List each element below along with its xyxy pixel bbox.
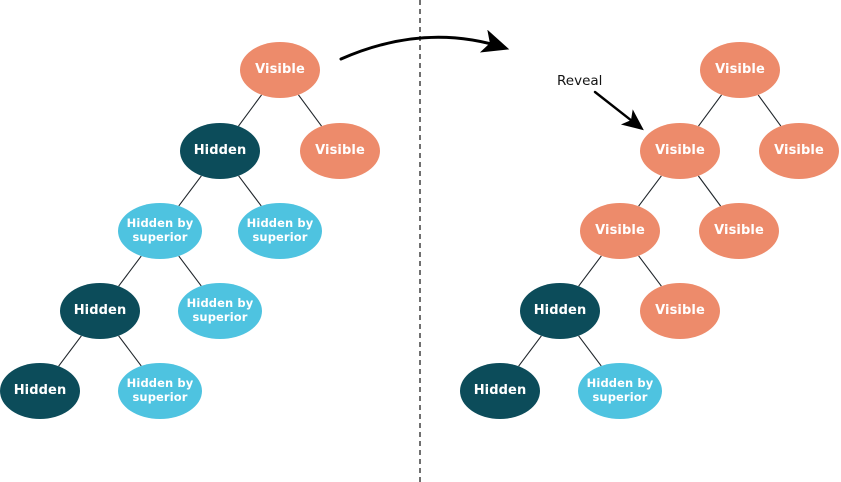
tree-node-hidden[interactable]: Hidden — [520, 283, 600, 339]
tree-node-hidden-by-superior[interactable]: Hidden by superior — [178, 283, 262, 339]
tree-node-hidden[interactable]: Hidden — [180, 123, 260, 179]
tree-edge — [638, 255, 662, 287]
tree-edge — [697, 94, 723, 127]
tree-edge — [638, 175, 662, 207]
tree-node-visible[interactable]: Visible — [580, 203, 660, 259]
tree-node-label: Hidden — [13, 383, 67, 399]
tree-edge — [578, 255, 602, 287]
tree-node-visible[interactable]: Visible — [759, 123, 839, 179]
tree-node-label: Visible — [655, 143, 705, 159]
tree-node-label: Hidden — [193, 143, 247, 159]
tree-node-visible[interactable]: Visible — [300, 123, 380, 179]
reveal-pointer-arrow — [593, 90, 644, 131]
tree-node-label: Hidden by superior — [246, 216, 314, 244]
tree-edge — [178, 175, 202, 207]
tree-node-label: Visible — [315, 143, 365, 159]
tree-node-label: Hidden by superior — [126, 376, 194, 404]
tree-edge — [578, 335, 602, 367]
tree-edge — [58, 335, 82, 367]
tree-node-visible[interactable]: Visible — [240, 42, 320, 98]
reveal-annotation-label: Reveal — [557, 73, 603, 89]
tree-node-hidden-by-superior[interactable]: Hidden by superior — [238, 203, 322, 259]
tree-node-label: Hidden — [473, 383, 527, 399]
tree-node-hidden[interactable]: Hidden — [0, 363, 80, 419]
tree-edge — [697, 175, 722, 207]
tree-node-label: Hidden — [73, 303, 127, 319]
tree-node-label: Visible — [714, 223, 764, 239]
tree-node-visible[interactable]: Visible — [640, 283, 720, 339]
tree-node-label: Visible — [774, 143, 824, 159]
tree-node-label: Visible — [255, 62, 305, 78]
tree-node-visible[interactable]: Visible — [700, 42, 780, 98]
tree-edge — [178, 255, 202, 287]
tree-edge — [238, 175, 262, 207]
tree-edge — [757, 94, 782, 127]
tree-node-hidden-by-superior[interactable]: Hidden by superior — [118, 363, 202, 419]
tree-node-hidden[interactable]: Hidden — [460, 363, 540, 419]
tree-node-label: Visible — [595, 223, 645, 239]
tree-node-label: Visible — [715, 62, 765, 78]
tree-node-hidden-by-superior[interactable]: Hidden by superior — [578, 363, 662, 419]
tree-node-label: Visible — [655, 303, 705, 319]
tree-node-visible[interactable]: Visible — [640, 123, 720, 179]
tree-node-label: Hidden by superior — [126, 216, 194, 244]
tree-edge — [118, 335, 142, 367]
tree-edge — [118, 255, 142, 287]
tree-node-label: Hidden by superior — [586, 376, 654, 404]
tree-edge — [518, 335, 542, 367]
tree-edge — [237, 94, 263, 127]
tree-node-hidden-by-superior[interactable]: Hidden by superior — [118, 203, 202, 259]
curved-transition-arrow — [339, 29, 510, 61]
tree-node-visible[interactable]: Visible — [699, 203, 779, 259]
tree-node-label: Hidden — [533, 303, 587, 319]
tree-node-label: Hidden by superior — [186, 296, 254, 324]
tree-node-hidden[interactable]: Hidden — [60, 283, 140, 339]
tree-edge — [297, 94, 323, 127]
